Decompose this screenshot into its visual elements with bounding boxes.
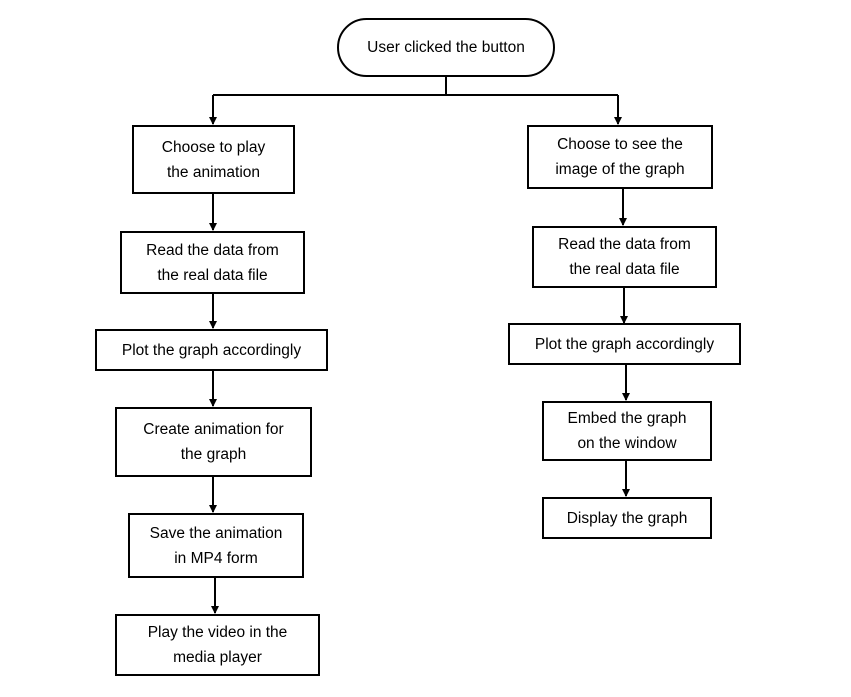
right-step-2: Read the data from the real data file [532, 226, 717, 288]
right-step-4-label: Embed the graph on the window [567, 410, 687, 452]
right-step-4: Embed the graph on the window [542, 401, 712, 461]
left-step-6-label: Play the video in the media player [147, 624, 288, 666]
left-step-4: Create animation for the graph [115, 407, 312, 477]
left-step-5: Save the animation in MP4 form [128, 513, 304, 578]
left-step-2: Read the data from the real data file [120, 231, 305, 294]
left-step-6: Play the video in the media player [115, 614, 320, 676]
left-step-1-label: Choose to play the animation [161, 138, 266, 181]
left-step-4-label: Create animation for the graph [143, 421, 284, 463]
left-step-1: Choose to play the animation [132, 125, 295, 194]
left-step-3: Plot the graph accordingly [95, 329, 328, 371]
left-step-3-label: Plot the graph accordingly [121, 341, 302, 359]
right-step-1-label: Choose to see the image of the graph [555, 136, 685, 178]
start-node: User clicked the button [337, 18, 555, 77]
right-step-5: Display the graph [542, 497, 712, 539]
right-step-5-label: Display the graph [566, 509, 688, 527]
right-step-1: Choose to see the image of the graph [527, 125, 713, 189]
start-node-label: User clicked the button [367, 39, 525, 56]
left-step-2-label: Read the data from the real data file [146, 241, 279, 284]
right-step-3: Plot the graph accordingly [508, 323, 741, 365]
right-step-3-label: Plot the graph accordingly [534, 335, 715, 353]
left-step-5-label: Save the animation in MP4 form [149, 524, 283, 567]
right-step-2-label: Read the data from the real data file [558, 236, 691, 278]
